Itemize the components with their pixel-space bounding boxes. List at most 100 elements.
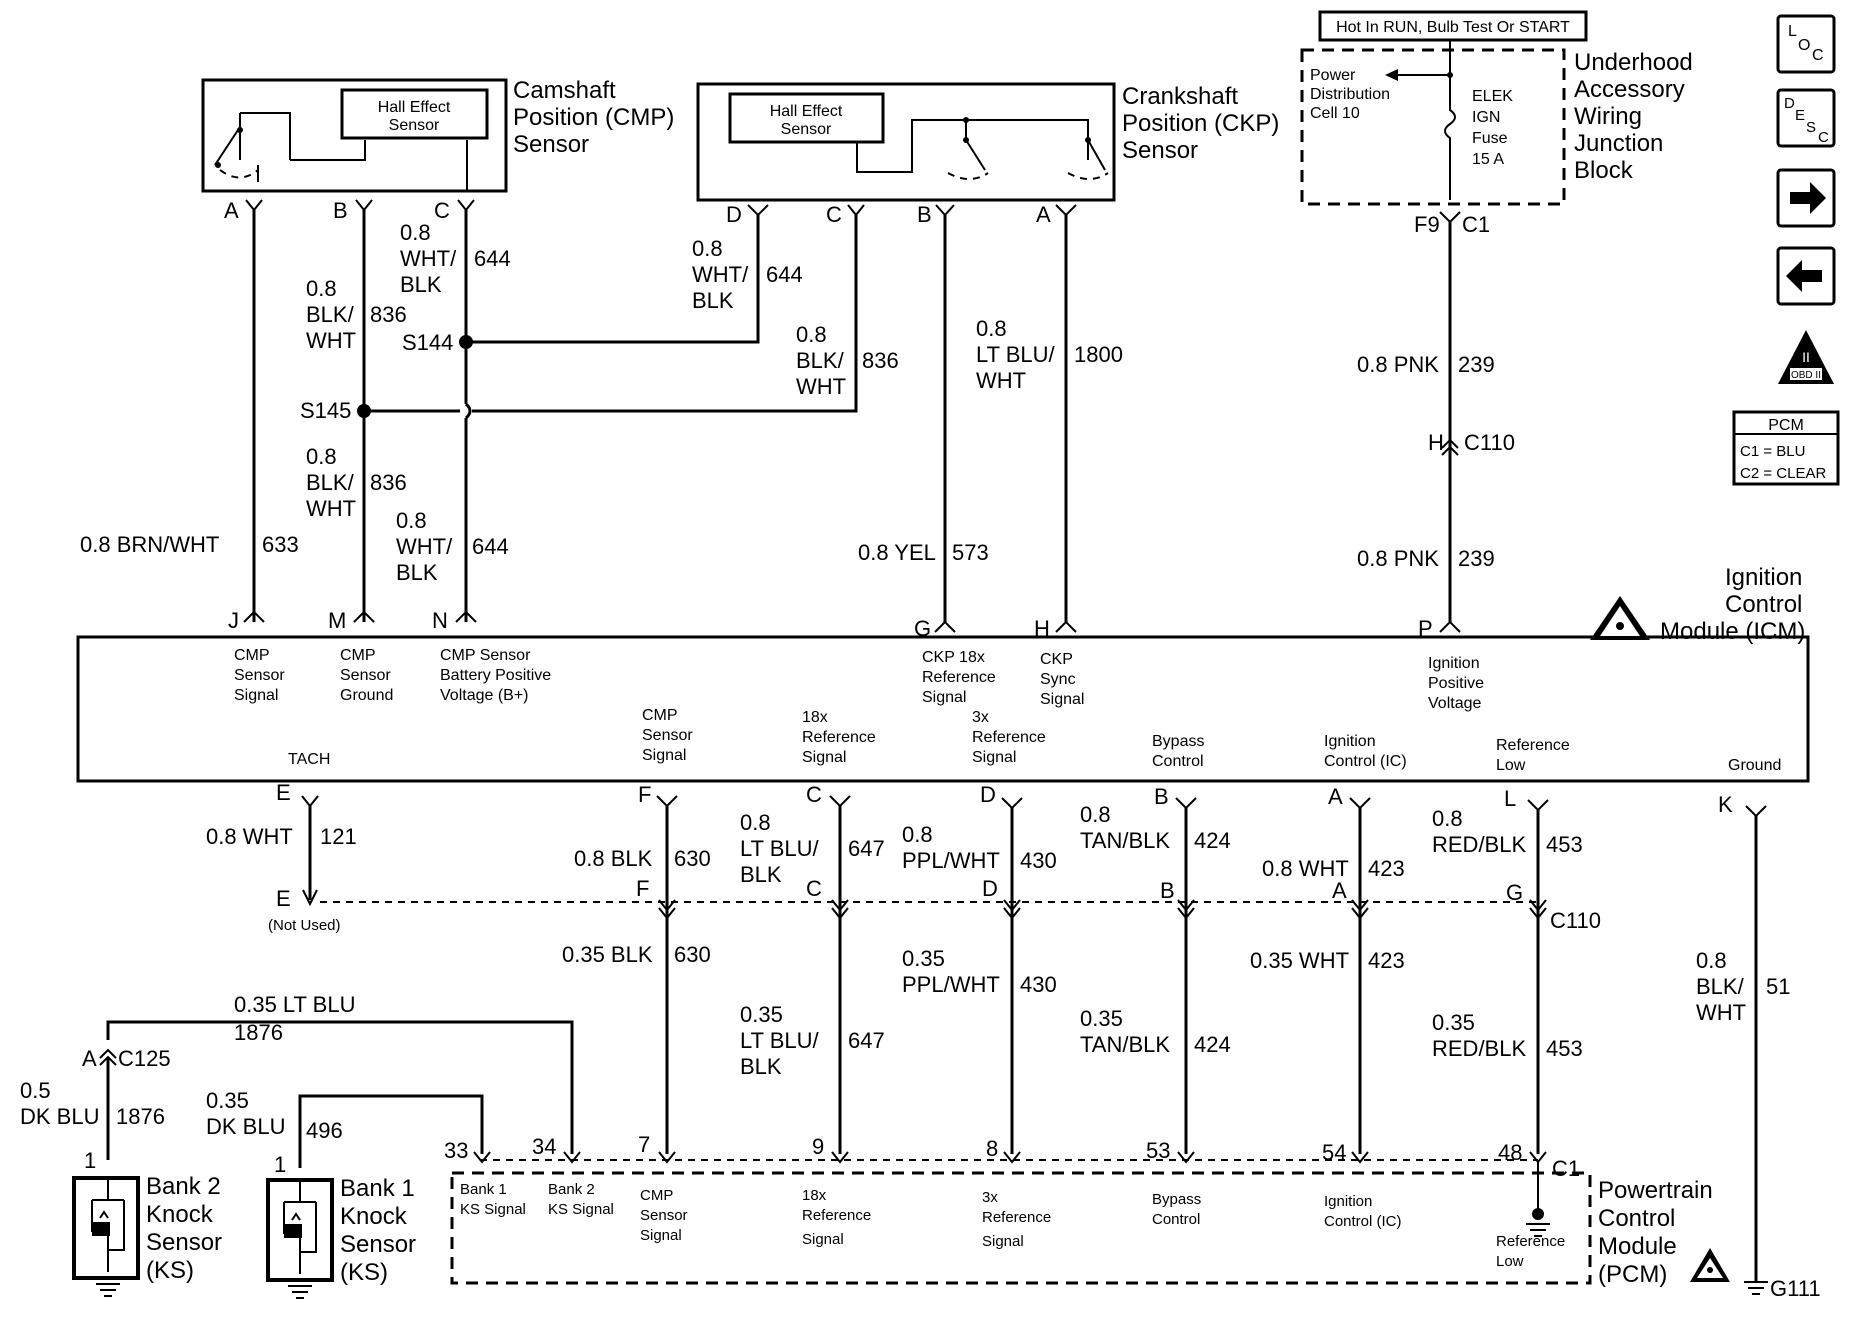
power-dist-l2: Distribution [1310,86,1390,103]
icm-pin-n: N [432,608,448,633]
w430a-pin: D [982,876,998,901]
ks2-pin: 1 [84,1148,96,1173]
pcm-title-l2: Control [1598,1205,1675,1232]
w644b-circuit: 644 [472,534,509,559]
w644a-circuit: 644 [474,246,511,271]
pcm-lbl-3a: CMP [640,1187,673,1204]
w644c-l3: BLK [692,288,734,313]
w644a-l2: WHT/ [400,246,457,271]
desc-button[interactable]: D E S C [1776,88,1836,148]
pcm-key-title: PCM [1768,417,1804,434]
w51-circuit: 51 [1766,974,1790,999]
ckp-inner-l1: Hall Effect [770,103,843,120]
w453a-l2: RED/BLK [1432,832,1526,857]
w121-circuit: 121 [320,824,357,849]
fuse-l4: 15 A [1472,151,1504,168]
cmp-inner-l1: Hall Effect [378,99,451,116]
icm-pin-d: D [980,782,996,807]
ks1-title-l1: Bank 1 [340,1175,415,1202]
w424b-l1: 0.35 [1080,1006,1123,1031]
icm-pin-g: G [914,616,931,641]
w453b-circuit: 453 [1546,1036,1583,1061]
c110-top-pin: H [1428,430,1444,455]
pcm-pin-48: 48 [1498,1140,1522,1165]
icm-lbl-m-1: CMP [340,647,376,664]
arrow-left-icon [1786,260,1822,292]
ckp-title-l3: Sensor [1122,137,1198,164]
w453b-l1: 0.35 [1432,1010,1475,1035]
g111-label: G111 [1770,1276,1821,1301]
pcm-connector-key: PCM C1 = BLU C2 = CLEAR [1732,410,1840,486]
icm-title-l2: Control [1725,591,1802,618]
conn-f9: F9 [1414,212,1440,237]
pcm-lbl-3c: Signal [640,1227,682,1244]
c110-top-conn: C110 [1464,430,1515,455]
w1876-top-l2: 1876 [234,1020,283,1045]
w51-l3: WHT [1696,1000,1746,1025]
w453b-l2: RED/BLK [1432,1036,1526,1061]
pcm-conn-c1: C1 [1552,1156,1580,1181]
ks2-title-l3: Sensor [146,1229,222,1256]
ckp-pin-c: C [826,202,842,227]
w430b-circuit: 430 [1020,972,1057,997]
pcm-lbl-5a: 3x [982,1189,998,1206]
w1800-l3: WHT [976,368,1026,393]
pcm-title-l1: Powertrain [1598,1177,1713,1204]
icm-lbl-rl-1: Reference [1496,737,1570,754]
w430a-circuit: 430 [1020,848,1057,873]
icm-lbl-p-3: Voltage [1428,695,1481,712]
w423a-circuit: 423 [1368,856,1405,881]
w1800-l1: 0.8 [976,316,1007,341]
svg-text:II: II [1802,349,1810,365]
conn-c1: C1 [1462,212,1490,237]
ckp-pin-b: B [917,202,932,227]
icm-lbl-r18-1: 18x [802,709,828,726]
pcm-key-c2: C2 = CLEAR [1740,465,1826,482]
w453a-l1: 0.8 [1432,806,1463,831]
pcm-key-c1: C1 = BLU [1740,443,1805,460]
icm-pin-j: J [228,608,239,633]
hot-label: Hot In RUN, Bulb Test Or START [1336,19,1570,36]
w430b-l1: 0.35 [902,946,945,971]
ujb-title-l2: Accessory [1574,76,1685,103]
next-arrow-button[interactable] [1776,168,1836,228]
w836b-l3: WHT [306,496,356,521]
fuse-l3: Fuse [1472,130,1508,147]
pcm-pin-8: 8 [986,1136,998,1161]
obd-ii-icon: OBD II II [1778,330,1834,384]
w630b-circuit: 630 [674,942,711,967]
w496-l2: DK BLU [206,1114,285,1139]
ks1-pin: 1 [274,1152,286,1177]
pcm-pin-9: 9 [812,1134,824,1159]
w121-pin: E [276,886,291,911]
loc-button[interactable]: L O C [1776,14,1836,74]
w644b-l2: WHT/ [396,534,453,559]
w630a-label: 0.8 BLK [574,846,653,871]
w633-label: 0.8 BRN/WHT [80,532,219,557]
icm-lbl-cmp-3: Signal [642,747,686,764]
w647a-pin: C [806,876,822,901]
w647b-l3: BLK [740,1054,782,1079]
pcm-lbl-3b: Sensor [640,1207,688,1224]
w836c-l3: WHT [796,374,846,399]
cmp-inner-l2: Sensor [389,117,440,134]
icm-pin-l: L [1504,786,1516,811]
w836c-l2: BLK/ [796,348,845,373]
w424a-circuit: 424 [1194,828,1231,853]
desc-s: S [1806,119,1816,136]
upper-wires: 0.8 BRN/WHT 633 0.8 BLK/ WHT 836 0.8 WHT… [80,199,1515,633]
w423b-label: 0.35 WHT [1250,948,1349,973]
w836a-l2: BLK/ [306,302,355,327]
icm-lbl-g-2: Reference [922,669,996,686]
desc-e: E [1795,107,1805,124]
icm-lbl-j-2: Sensor [234,667,285,684]
icm-lbl-r18-3: Signal [802,749,846,766]
icm-lbl-m-3: Ground [340,687,393,704]
w647a-l1: 0.8 [740,810,771,835]
w424b-circuit: 424 [1194,1032,1231,1057]
icm-lbl-g-3: Signal [922,689,966,706]
desc-c: C [1818,129,1829,146]
pcm-lbl-7b: Control (IC) [1324,1213,1402,1230]
prev-arrow-button[interactable] [1776,246,1836,306]
